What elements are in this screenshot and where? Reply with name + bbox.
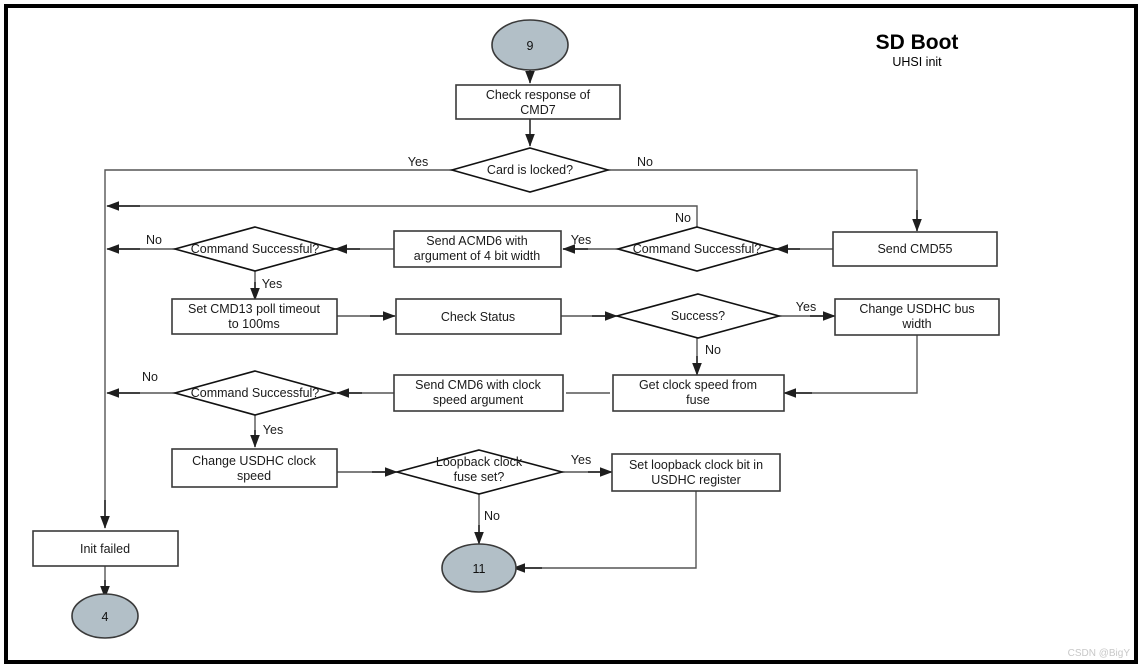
edge-label-locked-no: No bbox=[637, 155, 653, 169]
set-cmd13-line1: Set CMD13 poll timeout bbox=[188, 302, 321, 316]
edge-bus-width-to-get-clock-speed bbox=[787, 335, 918, 394]
edge-label-locked-yes: Yes bbox=[408, 155, 428, 169]
node-command-successful-1[interactable]: Command Successful? bbox=[171, 226, 339, 272]
set-loopback-bit-line2: USDHC register bbox=[651, 473, 741, 487]
node-init-failed[interactable]: Init failed bbox=[32, 530, 179, 567]
set-cmd13-line2: to 100ms bbox=[228, 317, 279, 331]
node-card-is-locked[interactable]: Card is locked? bbox=[449, 147, 611, 193]
node-send-acmd6[interactable]: Send ACMD6 with argument of 4 bit width bbox=[393, 230, 562, 268]
edge-label-success-no: No bbox=[705, 343, 721, 357]
edge-cmd-success2-no-up bbox=[112, 205, 698, 227]
node-terminator-4[interactable]: 4 bbox=[71, 593, 139, 639]
edge-label-success2-yes: Yes bbox=[571, 233, 591, 247]
check-status-label: Check Status bbox=[441, 310, 515, 324]
terminator-9-label: 9 bbox=[527, 39, 534, 53]
edge-card-locked-no-to-cmd55 bbox=[608, 169, 918, 228]
send-acmd6-line1: Send ACMD6 with bbox=[426, 234, 527, 248]
node-terminator-9[interactable]: 9 bbox=[491, 19, 569, 71]
node-send-cmd55[interactable]: Send CMD55 bbox=[832, 231, 998, 267]
node-success[interactable]: Success? bbox=[613, 293, 783, 339]
send-cmd6-line1: Send CMD6 with clock bbox=[415, 378, 541, 392]
change-bus-width-line1: Change USDHC bus bbox=[859, 302, 974, 316]
node-send-cmd6[interactable]: Send CMD6 with clock speed argument bbox=[393, 374, 564, 412]
node-command-successful-2[interactable]: Command Successful? bbox=[615, 226, 779, 272]
watermark: CSDN @BigY bbox=[1068, 648, 1131, 659]
node-check-status[interactable]: Check Status bbox=[395, 298, 562, 335]
send-cmd6-line2: speed argument bbox=[433, 393, 524, 407]
command-successful-1-label: Command Successful? bbox=[191, 242, 320, 256]
node-command-successful-3[interactable]: Command Successful? bbox=[171, 370, 339, 416]
command-successful-3-label: Command Successful? bbox=[191, 386, 320, 400]
node-set-loopback-bit[interactable]: Set loopback clock bit in USDHC register bbox=[611, 453, 781, 492]
edge-label-success2-no: No bbox=[675, 211, 691, 225]
edge-card-locked-yes-rail bbox=[104, 169, 452, 525]
get-clock-speed-line1: Get clock speed from bbox=[639, 378, 757, 392]
send-cmd55-label: Send CMD55 bbox=[877, 242, 952, 256]
node-get-clock-speed[interactable]: Get clock speed from fuse bbox=[612, 374, 785, 412]
page-subtitle: UHSI init bbox=[892, 55, 942, 69]
card-is-locked-label: Card is locked? bbox=[487, 163, 573, 177]
node-set-cmd13-timeout[interactable]: Set CMD13 poll timeout to 100ms bbox=[171, 298, 338, 335]
edge-label-success3-yes: Yes bbox=[263, 423, 283, 437]
edge-label-success1-no: No bbox=[146, 233, 162, 247]
edge-label-loopback-yes: Yes bbox=[571, 453, 591, 467]
change-bus-width-line2: width bbox=[901, 317, 931, 331]
page-title: SD Boot bbox=[876, 31, 959, 54]
get-clock-speed-line2: fuse bbox=[686, 393, 710, 407]
edge-label-success-yes: Yes bbox=[796, 300, 816, 314]
node-change-bus-width[interactable]: Change USDHC bus width bbox=[834, 298, 1000, 336]
edge-label-success1-yes: Yes bbox=[262, 277, 282, 291]
success-label: Success? bbox=[671, 309, 725, 323]
loopback-fuse-line2: fuse set? bbox=[454, 470, 505, 484]
set-loopback-bit-line1: Set loopback clock bit in bbox=[629, 458, 763, 472]
change-clock-speed-line2: speed bbox=[237, 469, 271, 483]
edge-set-loopback-bit-to-term11 bbox=[516, 491, 697, 569]
node-loopback-fuse[interactable]: Loopback clock fuse set? bbox=[393, 449, 566, 495]
node-check-response-cmd7[interactable]: Check response of CMD7 bbox=[455, 84, 621, 120]
init-failed-label: Init failed bbox=[80, 542, 130, 556]
check-response-cmd7-line1: Check response of bbox=[486, 88, 591, 102]
node-change-clock-speed[interactable]: Change USDHC clock speed bbox=[171, 448, 338, 488]
loopback-fuse-line1: Loopback clock bbox=[436, 455, 523, 469]
change-clock-speed-line1: Change USDHC clock bbox=[192, 454, 316, 468]
check-response-cmd7-line2: CMD7 bbox=[520, 103, 555, 117]
terminator-4-label: 4 bbox=[102, 610, 109, 624]
command-successful-2-label: Command Successful? bbox=[633, 242, 762, 256]
edge-label-loopback-no: No bbox=[484, 509, 500, 523]
send-acmd6-line2: argument of 4 bit width bbox=[414, 249, 541, 263]
node-terminator-11[interactable]: 11 bbox=[441, 543, 517, 593]
terminator-11-label: 11 bbox=[473, 562, 486, 576]
edge-label-success3-no: No bbox=[142, 370, 158, 384]
